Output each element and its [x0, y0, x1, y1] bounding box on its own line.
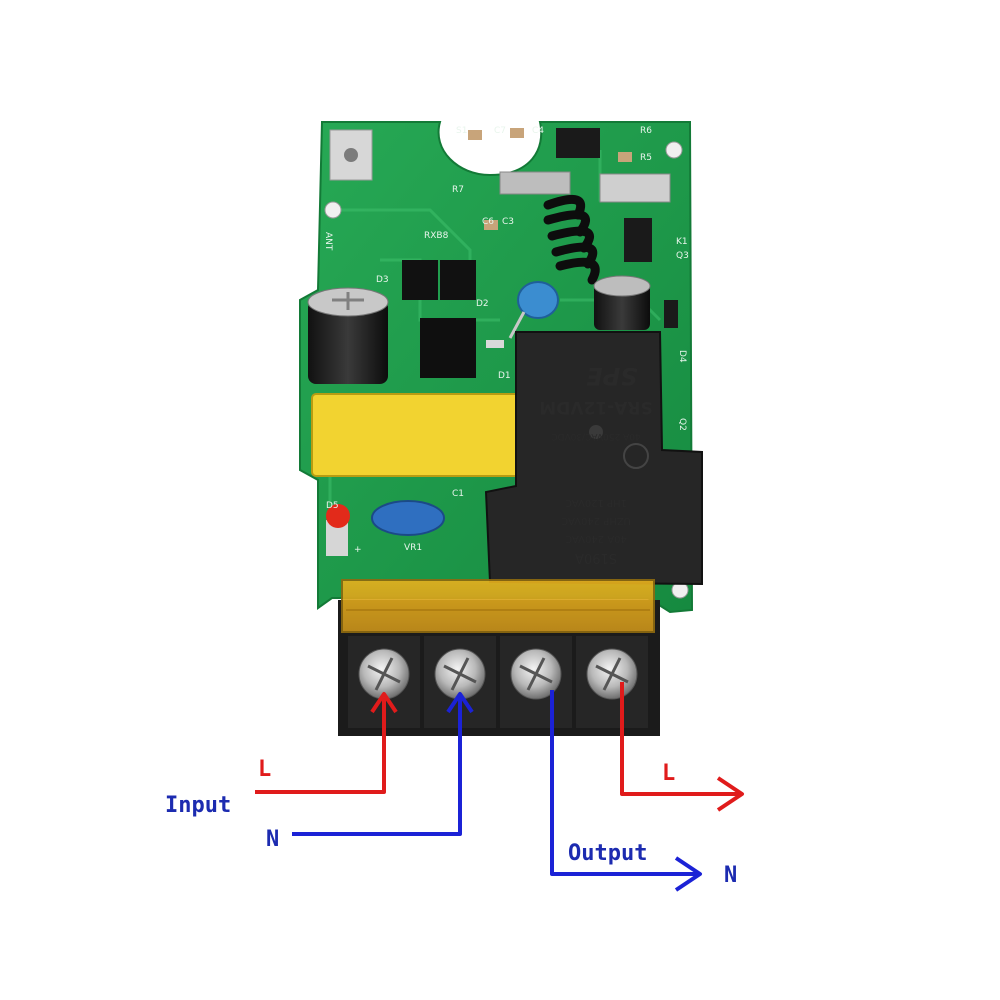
relay: S190A 40A 240VAC UZHP 240VAC 1HP 120VAC … [484, 331, 703, 586]
label-c4: C4 [532, 126, 544, 136]
screw-1 [358, 648, 410, 700]
terminal-screws [358, 648, 638, 700]
label-c3: C3 [502, 217, 514, 227]
wire-output-live [620, 682, 744, 812]
label-c7: C7 [494, 126, 506, 136]
output-neutral-label: N [724, 863, 737, 888]
label-q3: Q3 [676, 251, 689, 261]
varistor [371, 500, 445, 536]
label-ant: ANT [323, 232, 333, 251]
relay-marking-5: 40A 250VAC/30VDC [551, 431, 640, 441]
relay-model: SRA-12VDM [539, 397, 652, 417]
label-rxb8: RXB8 [424, 231, 449, 241]
label-plus: + [354, 545, 362, 555]
label-s1: S1 [456, 126, 467, 136]
output-label: Output [568, 841, 647, 866]
screw-4 [586, 648, 638, 700]
label-d2: D2 [476, 299, 489, 309]
x2-capacitor [311, 393, 525, 477]
antenna-coil [543, 194, 600, 285]
silkscreen-labels: S1 C7 C4 R6 R5 R7 C6 C3 K1 Q3 ANT RXB8 D… [323, 126, 689, 555]
relay-marking-2: 40A 240VAC [565, 533, 627, 544]
electrolytic-capacitor-large [307, 287, 389, 384]
input-live-label: L [258, 757, 271, 782]
wire-input-live [255, 692, 398, 794]
led-indicator [326, 504, 350, 556]
wire-output-neutral [550, 690, 702, 892]
smd-components [402, 128, 678, 378]
label-d5: D5 [326, 501, 339, 511]
label-r6: R6 [640, 126, 652, 136]
output-live-label: L [662, 761, 675, 786]
label-vr1: VR1 [404, 543, 422, 553]
label-c1: C1 [452, 489, 464, 499]
relay-marking-1: S190A [575, 550, 617, 565]
relay-brand: SPE [586, 362, 638, 390]
wire-input-neutral [292, 692, 474, 836]
label-d3: D3 [376, 275, 389, 285]
label-d1: D1 [498, 371, 511, 381]
label-r5: R5 [640, 153, 652, 163]
ceramic-capacitor [517, 281, 559, 319]
label-c6: C6 [482, 217, 494, 227]
label-k1: K1 [676, 237, 688, 247]
relay-marking-4: 1HP 120VAC [565, 497, 627, 508]
electrolytic-capacitor-small [593, 275, 651, 330]
label-d4: D4 [677, 350, 687, 363]
label-q2: Q2 [677, 418, 687, 431]
relay-marking-3: UZHP 240VAC [561, 515, 631, 526]
label-r7: R7 [452, 185, 464, 195]
input-neutral-label: N [266, 827, 279, 852]
input-label: Input [165, 793, 231, 818]
terminal-cover [341, 579, 655, 633]
screw-3 [510, 648, 562, 700]
screw-2 [434, 648, 486, 700]
